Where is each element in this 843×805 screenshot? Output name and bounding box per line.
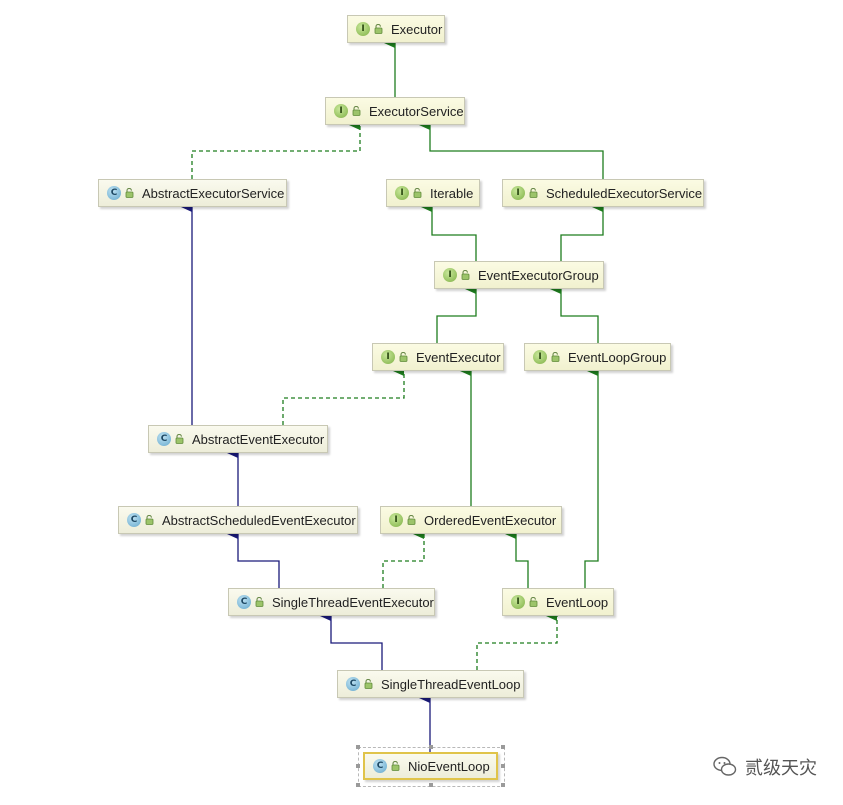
- interface-badge-icon: I: [443, 268, 457, 282]
- node-single-thread-event-loop[interactable]: C SingleThreadEventLoop: [337, 670, 524, 698]
- public-lock-icon: [551, 352, 560, 362]
- node-abstract-event-executor[interactable]: C AbstractEventExecutor: [148, 425, 328, 453]
- public-lock-icon: [399, 352, 408, 362]
- edge-single-thread-event-executor-to-abstract-scheduled-event-executor: [227, 529, 280, 588]
- public-lock-icon: [529, 597, 538, 607]
- node-iterable[interactable]: I Iterable: [386, 179, 480, 207]
- public-lock-icon: [255, 597, 264, 607]
- node-label: NioEventLoop: [408, 758, 490, 774]
- node-event-executor-group[interactable]: I EventExecutorGroup: [434, 261, 604, 289]
- node-label: AbstractExecutorService: [142, 185, 285, 201]
- class-badge-icon: C: [346, 677, 360, 691]
- public-lock-icon: [529, 188, 538, 198]
- node-label: EventExecutorGroup: [478, 267, 599, 283]
- node-event-executor[interactable]: I EventExecutor: [372, 343, 504, 371]
- node-label: EventLoop: [546, 594, 609, 610]
- node-label: Executor: [391, 21, 443, 37]
- node-abstract-scheduled-event-executor[interactable]: C AbstractScheduledEventExecutor: [118, 506, 358, 534]
- interface-badge-icon: I: [511, 595, 525, 609]
- public-lock-icon: [407, 515, 416, 525]
- resize-handle[interactable]: [501, 745, 505, 749]
- public-lock-icon: [391, 761, 400, 771]
- node-nio-event-loop[interactable]: C NioEventLoop: [363, 752, 498, 780]
- public-lock-icon: [413, 188, 422, 198]
- node-label: AbstractScheduledEventExecutor: [162, 512, 356, 528]
- class-badge-icon: C: [373, 759, 387, 773]
- interface-badge-icon: I: [395, 186, 409, 200]
- interface-badge-icon: I: [389, 513, 403, 527]
- edge-abstract-executor-service-to-executor-service: [191, 120, 361, 179]
- edge-event-executor-group-to-iterable: [421, 202, 477, 261]
- resize-handle[interactable]: [356, 745, 360, 749]
- edge-event-loop-to-event-loop-group: [584, 366, 599, 588]
- edge-single-thread-event-loop-to-single-thread-event-executor: [320, 611, 383, 670]
- selection-frame: [358, 747, 505, 787]
- wechat-icon: [713, 756, 737, 776]
- node-event-loop[interactable]: I EventLoop: [502, 588, 614, 616]
- public-lock-icon: [461, 270, 470, 280]
- edge-event-loop-group-to-event-executor-group: [550, 284, 599, 343]
- resize-handle[interactable]: [428, 783, 433, 787]
- node-label: EventLoopGroup: [568, 349, 667, 365]
- interface-badge-icon: I: [356, 22, 370, 36]
- watermark: 贰级天灾: [713, 754, 817, 780]
- class-badge-icon: C: [107, 186, 121, 200]
- interface-badge-icon: I: [381, 350, 395, 364]
- class-badge-icon: C: [127, 513, 141, 527]
- resize-handle[interactable]: [501, 783, 505, 787]
- edge-abstract-event-executor-to-event-executor: [282, 366, 405, 425]
- public-lock-icon: [374, 24, 383, 34]
- edge-event-executor-group-to-scheduled-executor-service: [560, 202, 604, 261]
- interface-badge-icon: I: [334, 104, 348, 118]
- node-single-thread-event-executor[interactable]: C SingleThreadEventExecutor: [228, 588, 435, 616]
- edge-event-loop-to-ordered-event-executor: [505, 529, 529, 588]
- node-label: Iterable: [430, 185, 474, 201]
- class-badge-icon: C: [157, 432, 171, 446]
- public-lock-icon: [175, 434, 184, 444]
- resize-handle[interactable]: [428, 745, 433, 749]
- node-label: OrderedEventExecutor: [424, 512, 557, 528]
- node-label: SingleThreadEventExecutor: [272, 594, 434, 610]
- resize-handle[interactable]: [356, 764, 360, 768]
- watermark-text: 贰级天灾: [745, 758, 817, 778]
- node-label: EventExecutor: [416, 349, 501, 365]
- node-label: AbstractEventExecutor: [192, 431, 325, 447]
- edge-single-thread-event-executor-to-ordered-event-executor: [382, 529, 425, 588]
- public-lock-icon: [125, 188, 134, 198]
- node-label: ExecutorService: [369, 103, 464, 119]
- node-abstract-executor-service[interactable]: C AbstractExecutorService: [98, 179, 287, 207]
- edge-single-thread-event-loop-to-event-loop: [476, 611, 558, 670]
- node-executor[interactable]: I Executor: [347, 15, 445, 43]
- edge-scheduled-executor-service-to-executor-service: [419, 120, 604, 179]
- interface-badge-icon: I: [511, 186, 525, 200]
- node-executor-service[interactable]: I ExecutorService: [325, 97, 465, 125]
- interface-badge-icon: I: [533, 350, 547, 364]
- edge-event-executor-to-event-executor-group: [436, 284, 477, 343]
- public-lock-icon: [352, 106, 361, 116]
- resize-handle[interactable]: [501, 764, 505, 768]
- node-event-loop-group[interactable]: I EventLoopGroup: [524, 343, 671, 371]
- node-label: SingleThreadEventLoop: [381, 676, 521, 692]
- public-lock-icon: [364, 679, 373, 689]
- node-label: ScheduledExecutorService: [546, 185, 703, 201]
- public-lock-icon: [145, 515, 154, 525]
- resize-handle[interactable]: [356, 783, 360, 787]
- node-ordered-event-executor[interactable]: I OrderedEventExecutor: [380, 506, 562, 534]
- class-badge-icon: C: [237, 595, 251, 609]
- node-scheduled-executor-service[interactable]: I ScheduledExecutorService: [502, 179, 704, 207]
